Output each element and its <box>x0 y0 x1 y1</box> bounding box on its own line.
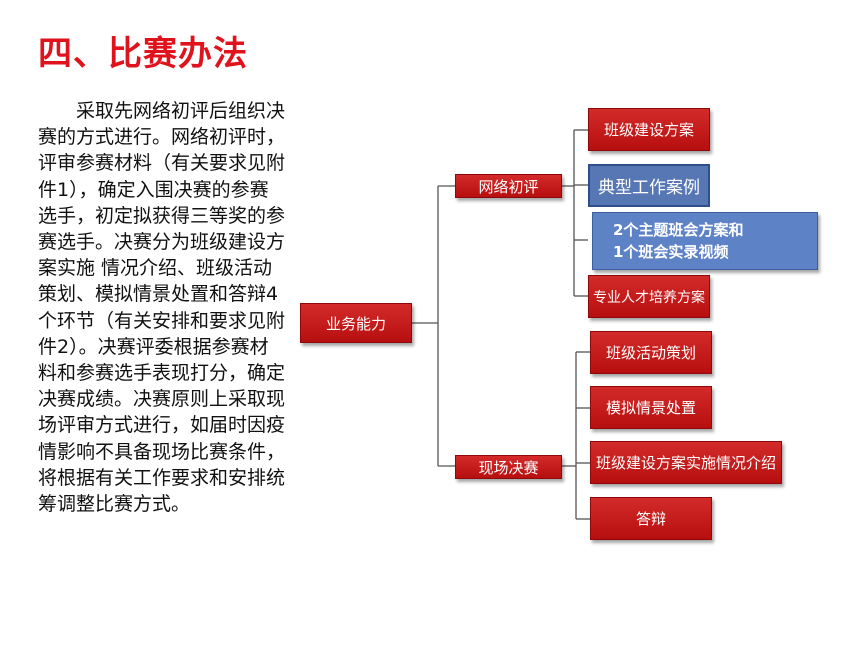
online-item-typical-case: 典型工作案例 <box>588 164 710 207</box>
final-item-defense: 答辩 <box>590 497 712 540</box>
final-round-node: 现场决赛 <box>455 455 562 479</box>
online-review-node: 网络初评 <box>455 174 562 198</box>
root-node: 业务能力 <box>300 303 412 343</box>
page-title: 四、比赛办法 <box>38 34 248 74</box>
online-callout-class-meeting: 2个主题班会方案和 1个班会实录视频 <box>592 212 818 270</box>
final-item-scenario-handling: 模拟情景处置 <box>590 386 712 429</box>
final-item-plan-presentation: 班级建设方案实施情况介绍 <box>590 441 782 484</box>
rules-paragraph: 采取先网络初评后组织决赛的方式进行。网络初评时，评审参赛材料（有关要求见附件1）… <box>38 100 286 516</box>
final-item-activity-plan: 班级活动策划 <box>590 331 712 374</box>
online-item-class-plan: 班级建设方案 <box>588 108 710 151</box>
callout-line-1: 2个主题班会方案和 <box>613 221 744 239</box>
online-item-talent-plan: 专业人才培养方案 <box>588 275 710 318</box>
callout-line-2: 1个班会实录视频 <box>613 243 729 261</box>
